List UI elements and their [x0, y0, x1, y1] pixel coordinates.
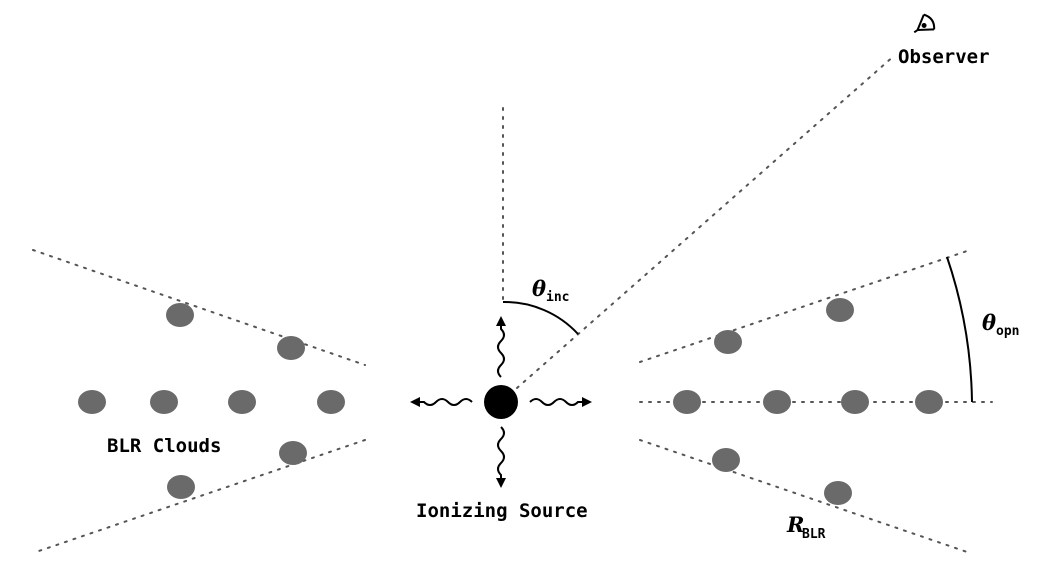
- ionizing-source-disk: [484, 385, 518, 419]
- blr-cloud: [277, 336, 305, 360]
- blr-cloud: [673, 390, 701, 414]
- blr-cloud: [714, 330, 742, 354]
- blr-cloud: [763, 390, 791, 414]
- blr-cloud: [317, 390, 345, 414]
- blr-cloud: [166, 303, 194, 327]
- radiation-arrow-right: [529, 397, 592, 407]
- blr-cloud: [167, 475, 195, 499]
- r-blr-label: R BLR: [786, 512, 826, 542]
- theta-opn-subscript: opn: [996, 324, 1019, 339]
- theta-opn-symbol: θ: [982, 310, 996, 335]
- inclination-angle-arc: [502, 300, 579, 335]
- radiation-arrow-down: [496, 426, 506, 488]
- blr-cloud: [712, 448, 740, 472]
- blr-clouds-label: BLR Clouds: [107, 435, 221, 457]
- blr-cloud: [824, 481, 852, 505]
- ionizing-source-label: Ionizing Source: [416, 500, 588, 522]
- theta-inc-symbol: θ: [532, 276, 546, 301]
- blr-cloud: [228, 390, 256, 414]
- left-cone-upper-line: [32, 249, 366, 366]
- observer-label: Observer: [898, 46, 990, 68]
- right-cone-upper-line: [639, 249, 971, 363]
- blr-cloud: [826, 298, 854, 322]
- radiation-arrow-left: [410, 397, 473, 407]
- blr-cloud: [841, 390, 869, 414]
- blr-cloud: [150, 390, 178, 414]
- opening-angle-arc: [946, 256, 973, 403]
- r-blr-subscript: BLR: [802, 527, 826, 542]
- theta-inc-subscript: inc: [546, 290, 569, 305]
- theta-inc-label: θ inc: [532, 276, 569, 305]
- blr-cloud: [78, 390, 106, 414]
- theta-opn-label: θ opn: [982, 310, 1019, 339]
- blr-cloud: [915, 390, 943, 414]
- r-blr-symbol: R: [786, 512, 804, 537]
- blr-cloud: [279, 441, 307, 465]
- observer-sightline: [516, 54, 896, 389]
- eye-icon: [913, 13, 936, 34]
- right-cone-lower-line: [639, 439, 971, 554]
- radiation-arrow-up: [496, 316, 506, 378]
